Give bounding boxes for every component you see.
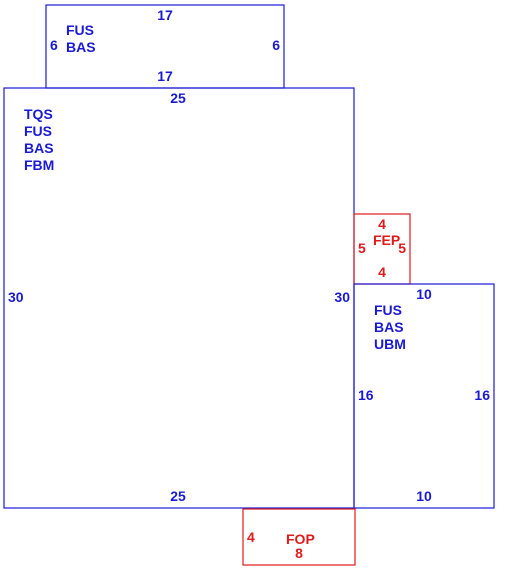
fop-area-dim-left: 4	[247, 529, 255, 545]
top-area-dim-bottom: 17	[157, 68, 173, 84]
right-area-dim-right: 16	[474, 387, 490, 403]
top-area-dim-right: 6	[272, 37, 280, 53]
right-area-code-3: UBM	[374, 336, 406, 352]
right-area-dim-left: 16	[358, 387, 374, 403]
right-area-outline	[353, 283, 495, 509]
main-area-code-2: FUS	[24, 123, 52, 139]
main-area-code-3: BAS	[24, 140, 54, 156]
main-area-code-1: TQS	[24, 106, 53, 122]
top-area-code-1: FUS	[66, 22, 94, 38]
right-area-code-2: BAS	[374, 319, 404, 335]
top-area-dim-left: 6	[50, 37, 58, 53]
fop-area-outline	[242, 508, 356, 566]
fep-area-dim-right: 5	[398, 240, 406, 256]
right-area-dim-bottom: 10	[416, 488, 432, 504]
main-area-code-4: FBM	[24, 157, 54, 173]
fep-area-dim-bottom: 4	[378, 264, 386, 280]
top-area-code-2: BAS	[66, 39, 96, 55]
main-area-outline	[3, 87, 355, 509]
main-area-dim-bottom: 25	[170, 488, 186, 504]
fop-area-dim-bottom: 8	[295, 545, 303, 561]
right-area-dim-top: 10	[416, 286, 432, 302]
main-area-dim-top: 25	[170, 90, 186, 106]
fep-area-code: FEP	[373, 232, 400, 248]
fep-area-dim-left: 5	[358, 240, 366, 256]
fop-area-code: FOP	[286, 531, 315, 547]
top-area-dim-top: 17	[157, 7, 173, 23]
fep-area-dim-top: 4	[378, 216, 386, 232]
right-area-code-1: FUS	[374, 302, 402, 318]
main-area-dim-right: 30	[334, 289, 350, 305]
main-area-dim-left: 30	[8, 289, 24, 305]
